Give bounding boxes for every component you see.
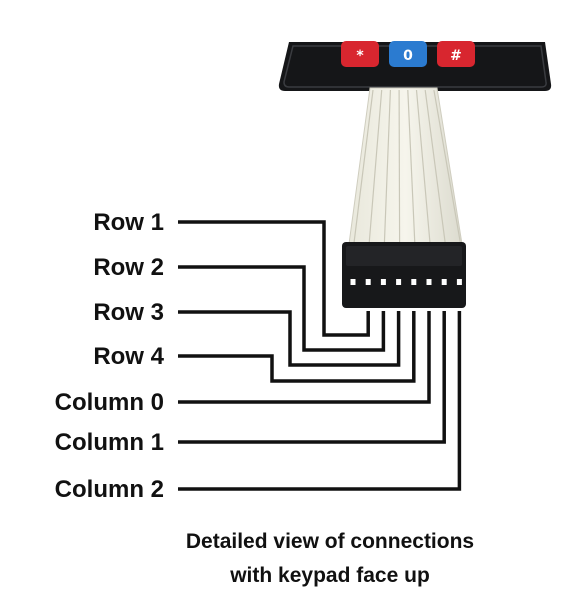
connection-label: Row 4 — [93, 345, 164, 369]
keypad-key-label: 0 — [403, 48, 413, 64]
pin-hole — [351, 279, 356, 285]
connection-label: Row 3 — [93, 301, 164, 325]
caption-line-1: Detailed view of connections — [120, 531, 540, 552]
keypad: * 0 # — [279, 41, 551, 91]
connection-wire — [178, 222, 368, 335]
caption-line-2: with keypad face up — [120, 565, 540, 586]
connection-label: Row 1 — [93, 211, 164, 235]
pin-hole — [381, 279, 386, 285]
connection-label: Column 1 — [55, 431, 164, 455]
connection-label: Column 0 — [55, 391, 164, 415]
pin-hole — [366, 279, 371, 285]
connector — [342, 242, 466, 308]
connection-wire — [178, 311, 444, 442]
pin-hole — [457, 279, 462, 285]
connector-top — [346, 246, 462, 266]
connection-wire — [178, 311, 459, 489]
pin-hole — [396, 279, 401, 285]
ribbon-stripe — [399, 90, 400, 243]
pin-hole — [411, 279, 416, 285]
keypad-key-label: * — [356, 48, 364, 64]
connection-wire — [178, 311, 414, 381]
connection-label: Row 2 — [93, 256, 164, 280]
ribbon-body — [349, 88, 462, 244]
pin-hole — [442, 279, 447, 285]
connection-label: Column 2 — [55, 478, 164, 502]
keypad-key-label: # — [450, 48, 462, 64]
pin-hole — [427, 279, 432, 285]
ribbon-cable — [349, 88, 462, 244]
